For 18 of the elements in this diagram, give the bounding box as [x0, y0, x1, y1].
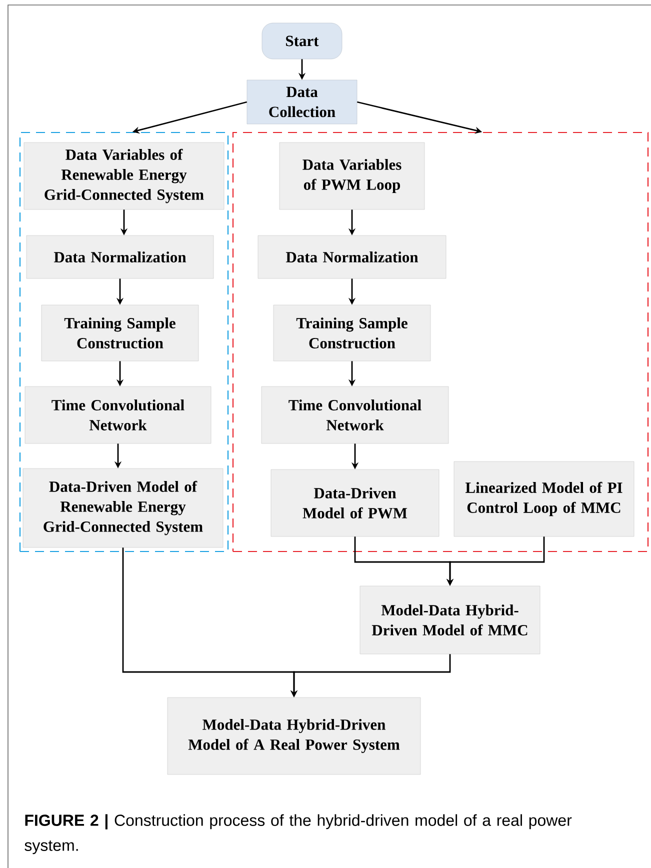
dashed-group-frame — [232, 132, 649, 552]
process-box: Linearized Model of PI Control Loop of MMC — [454, 461, 634, 537]
process-box: Data-Driven Model of Renewable Energy Grid-Connected System — [22, 468, 224, 548]
figure-caption: FIGURE 2 | Construction process of the hybrid-driven model of a real power system. — [24, 814, 572, 854]
dashed-group-frame — [19, 132, 229, 552]
process-box: Data Variables of Renewable Energy Grid-Connected System — [24, 142, 224, 210]
process-box: Data-Driven Model of PWM — [270, 469, 440, 537]
process-box: Training Sample Construction — [41, 304, 199, 362]
process-box: Data Collection — [246, 80, 358, 124]
process-box: Time Convolutional Network — [261, 386, 449, 444]
process-box: Model-Data Hybrid-Driven Model of A Real Power System — [167, 697, 421, 775]
process-box: Data Normalization — [26, 235, 214, 279]
process-box: Data Normalization — [258, 235, 446, 279]
process-box: Data Variables of PWM Loop — [279, 142, 425, 210]
process-box: Time Convolutional Network — [24, 386, 212, 444]
start-terminal: Start — [262, 22, 342, 60]
process-box: Training Sample Construction — [273, 304, 431, 362]
process-box: Model-Data Hybrid-Driven Model of MMC — [360, 586, 540, 654]
